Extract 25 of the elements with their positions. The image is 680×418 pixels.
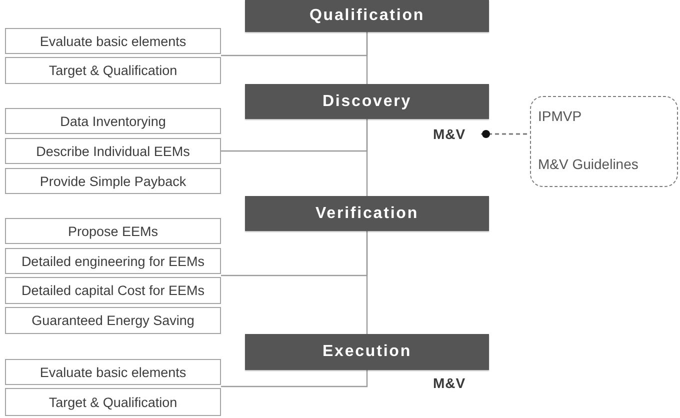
task-box: Provide Simple Payback bbox=[5, 168, 221, 194]
note-text: IPMVP bbox=[538, 108, 582, 124]
note-box bbox=[530, 96, 678, 187]
connector-line bbox=[221, 370, 368, 388]
connector-line bbox=[221, 119, 368, 152]
phase-header: Verification bbox=[245, 196, 489, 231]
connector-line bbox=[221, 32, 368, 56]
mv-label: M&V bbox=[433, 375, 467, 391]
task-box: Target & Qualification bbox=[5, 388, 221, 416]
task-box: Evaluate basic elements bbox=[5, 28, 221, 54]
task-box: Detailed capital Cost for EEMs bbox=[5, 277, 221, 304]
phase-header: Execution bbox=[245, 334, 489, 370]
task-box: Describe Individual EEMs bbox=[5, 138, 221, 164]
phase-header: Discovery bbox=[245, 84, 489, 119]
task-box: Target & Qualification bbox=[5, 57, 221, 84]
phase-header: Qualification bbox=[245, 0, 489, 32]
task-box: Evaluate basic elements bbox=[5, 359, 221, 385]
dashed-connector bbox=[481, 130, 530, 138]
task-box: Propose EEMs bbox=[5, 218, 221, 244]
task-box: Data Inventorying bbox=[5, 108, 221, 134]
mv-label: M&V bbox=[433, 126, 481, 142]
connector-line bbox=[221, 231, 368, 276]
task-box: Guaranteed Energy Saving bbox=[5, 307, 221, 334]
task-box: Detailed engineering for EEMs bbox=[5, 248, 221, 274]
note-text: M&V Guidelines bbox=[538, 156, 638, 172]
